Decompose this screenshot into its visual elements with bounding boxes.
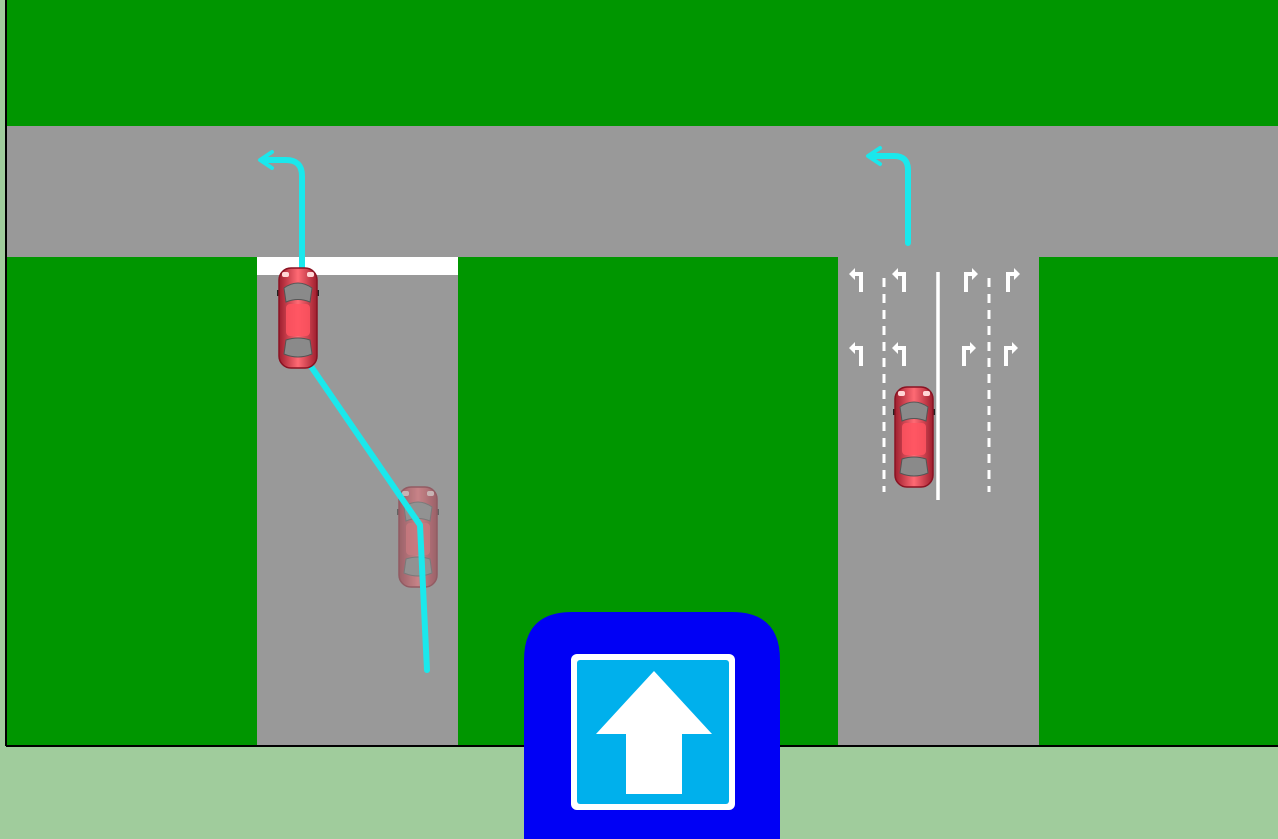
one-way-road-sign (524, 612, 780, 839)
main-road (7, 126, 1278, 257)
arrow-up-icon (596, 671, 712, 794)
lane-markings (882, 272, 991, 500)
right-road-path (866, 146, 911, 246)
car-left-road (276, 267, 320, 369)
left-road-path (258, 150, 430, 673)
car-right-road (892, 386, 936, 488)
